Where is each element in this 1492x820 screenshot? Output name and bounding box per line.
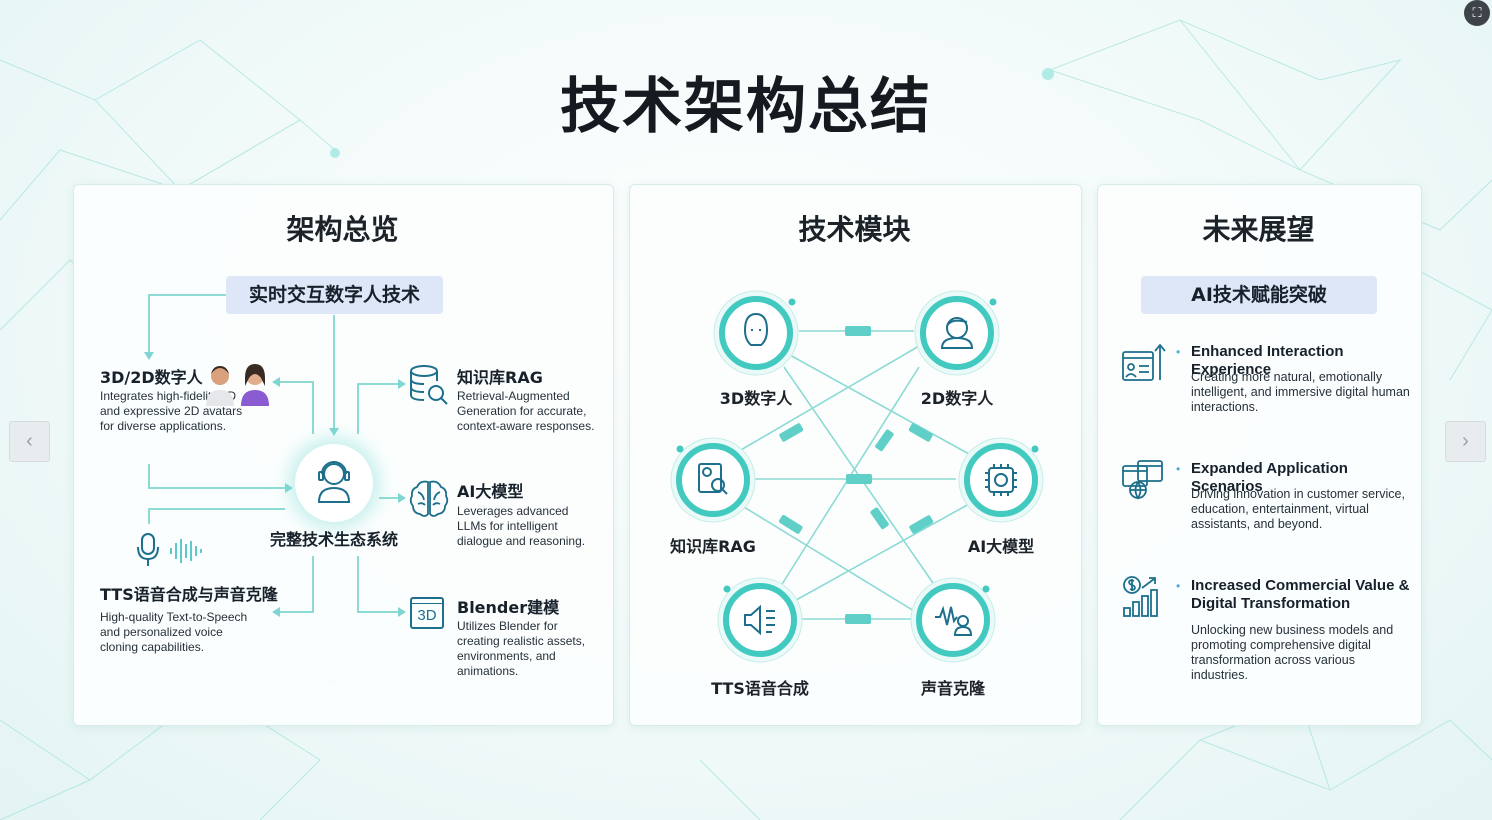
module-label-llm: AI大模型 (967, 537, 1035, 556)
head-icon (713, 290, 799, 376)
fullscreen-button[interactable]: ⛶ (1464, 0, 1490, 26)
module-node-llm (958, 437, 1044, 523)
bullet-dot: • (1176, 462, 1181, 476)
agent-headset-icon (317, 461, 351, 503)
chip-brain-icon (958, 437, 1044, 523)
llm-item-desc: Leverages advanced LLMs for intelligent … (457, 504, 586, 548)
future-item-2-title: Expanded Application Scenarios (1191, 460, 1348, 495)
microphone-wave-icon (137, 533, 202, 566)
future-panel (1097, 184, 1422, 726)
module-node-rag (670, 437, 756, 523)
page-title: 技术架构总结 (560, 72, 932, 142)
growth-dollar-icon (1123, 576, 1158, 617)
overview-connectors (144, 294, 406, 617)
application-windows-icon (1122, 460, 1163, 500)
modules-network (733, 326, 970, 624)
module-node-2d-avatar (914, 290, 1000, 376)
future-item-2-desc: Driving innovation in customer service, … (1191, 487, 1405, 531)
book-search-icon (670, 437, 756, 523)
future-item-1-desc: Creating more natural, emotionally intel… (1191, 370, 1410, 414)
module-label-rag: 知识库RAG (670, 537, 756, 556)
voice-person-icon (910, 577, 996, 663)
module-node-tts (717, 577, 803, 663)
future-chip: AI技术赋能突破 (1141, 276, 1377, 314)
module-node-voice-clone (910, 577, 996, 663)
next-slide-button[interactable]: › (1445, 421, 1486, 462)
ecosystem-center-label: 完整技术生态系统 (269, 530, 398, 549)
rag-item-desc: Retrieval-Augmented Generation for accur… (457, 389, 595, 433)
tts-item-desc: High-quality Text-to-Speech and personal… (100, 610, 248, 654)
bullet-dot: • (1176, 579, 1181, 593)
blender-item-title: Blender建模 (457, 598, 560, 617)
overview-top-chip: 实时交互数字人技术 (226, 276, 443, 314)
ecosystem-center-node (295, 444, 373, 522)
modules-title: 技术模块 (798, 213, 911, 246)
module-label-tts: TTS语音合成 (711, 679, 809, 698)
blender-3d-icon-text: 3D (417, 607, 437, 624)
prev-slide-button[interactable]: ‹ (9, 421, 50, 462)
brain-icon (409, 480, 449, 517)
future-item-3-desc: Unlocking new business models and promot… (1191, 623, 1394, 682)
blender-3d-icon: 3D (410, 597, 444, 629)
future-title: 未来展望 (1202, 213, 1315, 246)
module-node-3d-avatar (713, 290, 799, 376)
module-label-3d-avatar: 3D数字人 (719, 389, 793, 408)
database-search-icon (410, 365, 448, 405)
future-item-1-title: Enhanced Interaction Experience (1191, 343, 1344, 378)
avatar-item-desc: Integrates high-fidelity 3D and expressi… (100, 389, 243, 433)
avatar-icon (914, 290, 1000, 376)
overview-title: 架构总览 (286, 213, 399, 246)
module-label-2d-avatar: 2D数字人 (920, 389, 994, 408)
avatar-people-icon (206, 364, 269, 406)
llm-item-title: AI大模型 (457, 482, 524, 501)
tts-item-title: TTS语音合成与声音克隆 (100, 585, 278, 604)
speaker-icon (717, 577, 803, 663)
rag-item-title: 知识库RAG (457, 368, 543, 387)
future-item-3-title: Increased Commercial Value & Digital Tra… (1191, 577, 1410, 612)
interaction-chart-icon (1122, 343, 1166, 381)
blender-item-desc: Utilizes Blender for creating realistic … (457, 619, 586, 678)
module-label-voice-clone: 声音克隆 (920, 679, 985, 698)
bullet-dot: • (1176, 345, 1181, 359)
avatar-item-title: 3D/2D数字人 (100, 368, 203, 387)
